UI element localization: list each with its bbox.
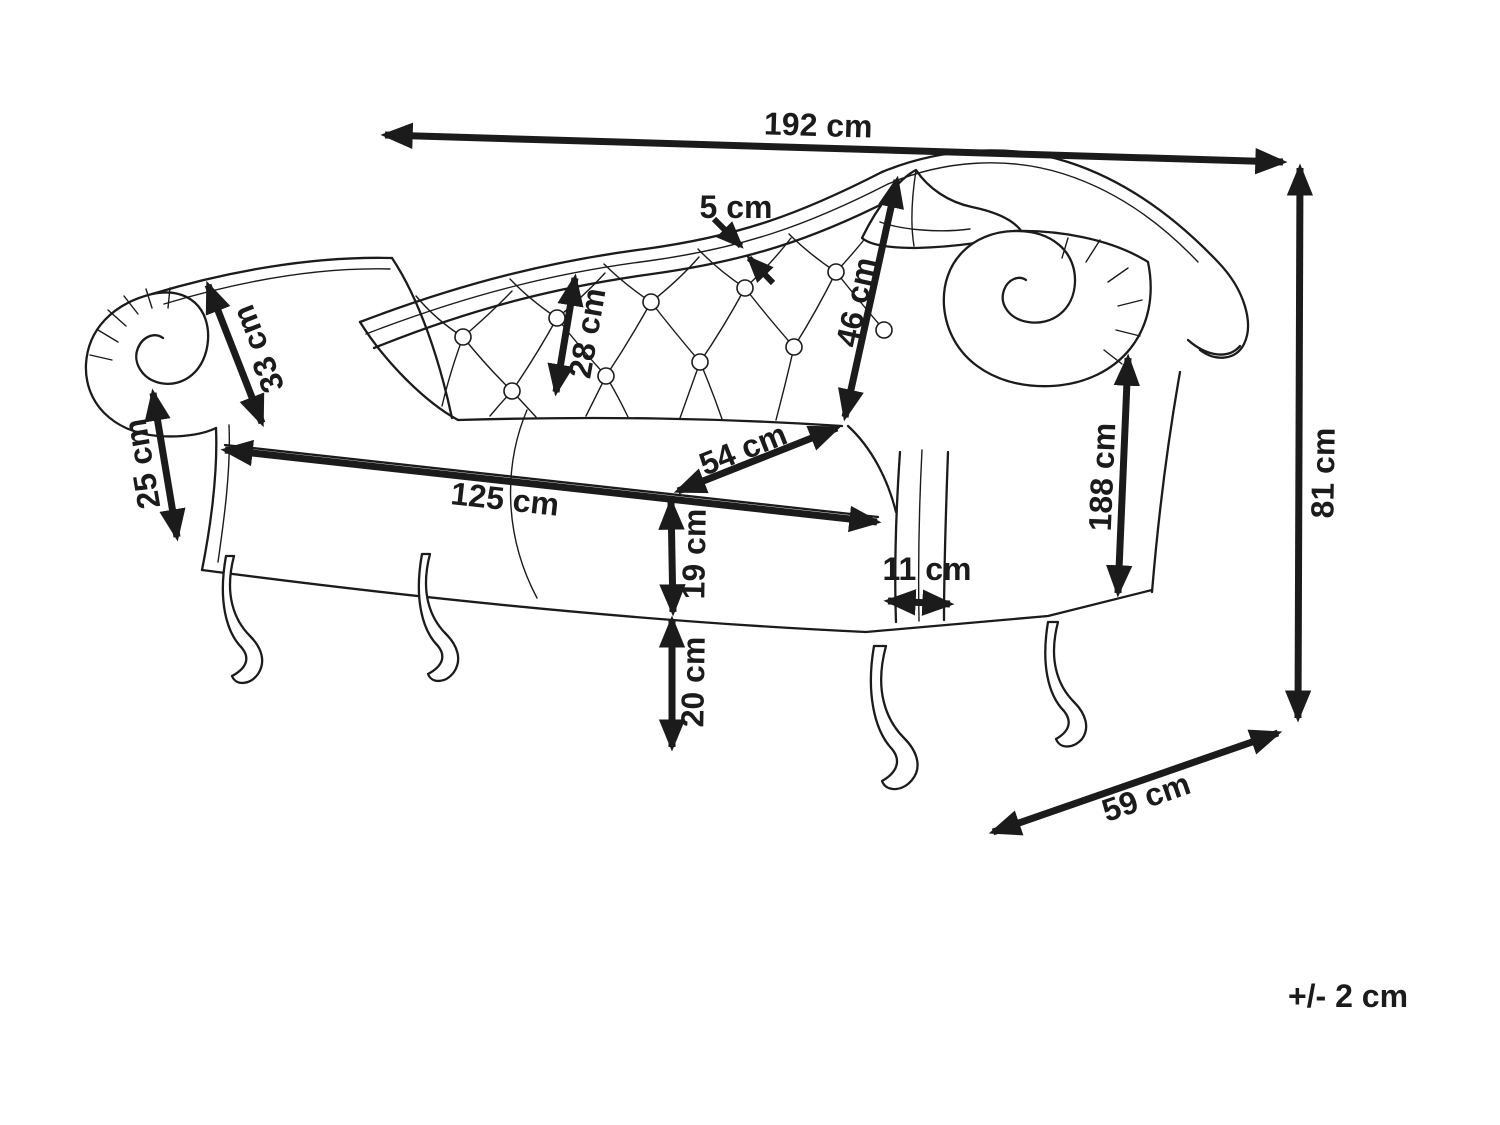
label-tolerance-note: +/- 2 cm — [1288, 978, 1408, 1014]
arrow-overall-length — [380, 122, 1288, 175]
arrow-trim-pointer-lower — [746, 255, 776, 286]
label-seat-front-height: 19 cm — [675, 508, 713, 599]
backrest-trim-band — [358, 170, 896, 422]
label-inner-length: 188 cm — [1082, 422, 1123, 532]
left-armrest — [84, 256, 454, 572]
arrow-arm-post-width — [883, 589, 955, 616]
arrow-armrest-front-height — [144, 388, 186, 542]
label-arm-post-width: 11 cm — [883, 551, 972, 587]
arrow-seat-length — [220, 439, 882, 533]
sofa-line-drawing — [84, 149, 1250, 791]
backrest-tufting — [415, 221, 893, 421]
label-overall-depth: 59 cm — [1097, 765, 1195, 829]
arrow-armrest-top-depth — [204, 280, 266, 428]
label-overall-height: 81 cm — [1304, 427, 1342, 518]
arrow-trim-pointer-upper — [711, 216, 744, 249]
arrow-overall-height — [1284, 163, 1314, 723]
arrow-overall-depth — [988, 729, 1283, 836]
arrow-seat-front-height — [658, 497, 686, 617]
label-back-trim-thickness: 5 cm — [700, 189, 773, 225]
label-seat-depth: 54 cm — [694, 416, 792, 483]
label-overall-length: 192 cm — [764, 105, 874, 144]
arrow-inner-length — [1105, 353, 1141, 598]
arrow-right-backrest-height — [838, 175, 904, 422]
label-floor-clearance: 20 cm — [674, 636, 712, 727]
dimension-labels: 192 cm 5 cm 33 cm 25 cm 28 cm 46 cm 54 c… — [117, 105, 1408, 1014]
arrow-backrest-height — [547, 273, 584, 397]
dimension-arrows — [144, 122, 1314, 836]
